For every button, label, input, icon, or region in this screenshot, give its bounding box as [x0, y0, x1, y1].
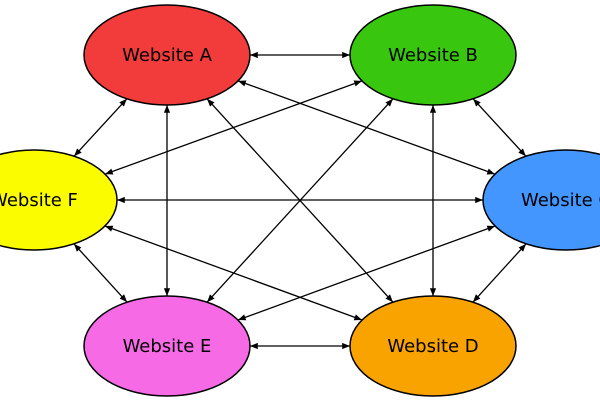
link-arrow-c-d — [472, 243, 527, 303]
node-ellipse — [482, 149, 600, 251]
node-website-a: Website A — [83, 4, 251, 106]
node-label: Website B — [388, 45, 478, 66]
node-website-f: Website F — [0, 149, 118, 251]
link-arrow-b-c — [472, 98, 527, 157]
node-ellipse — [83, 4, 251, 106]
node-ellipse — [0, 149, 118, 251]
node-label: Website C — [521, 190, 600, 211]
link-arrow-d-f — [104, 225, 363, 321]
node-ellipse — [349, 4, 517, 106]
link-arrow-b-f — [104, 80, 363, 175]
link-arrow-e-f — [73, 243, 128, 303]
node-website-c: Website C — [482, 149, 600, 251]
node-label: Website F — [0, 190, 78, 211]
node-ellipse — [83, 295, 251, 397]
node-label: Website D — [387, 336, 478, 357]
node-label: Website E — [123, 336, 212, 357]
node-website-e: Website E — [83, 295, 251, 397]
node-ellipse — [349, 295, 517, 397]
node-label: Website A — [122, 45, 212, 66]
nodes-layer: Website A Website B Website C Website D Webs… — [0, 4, 600, 397]
edges-layer — [73, 51, 527, 350]
link-arrow-a-f — [73, 98, 128, 157]
node-website-b: Website B — [349, 4, 517, 106]
node-website-d: Website D — [349, 295, 517, 397]
